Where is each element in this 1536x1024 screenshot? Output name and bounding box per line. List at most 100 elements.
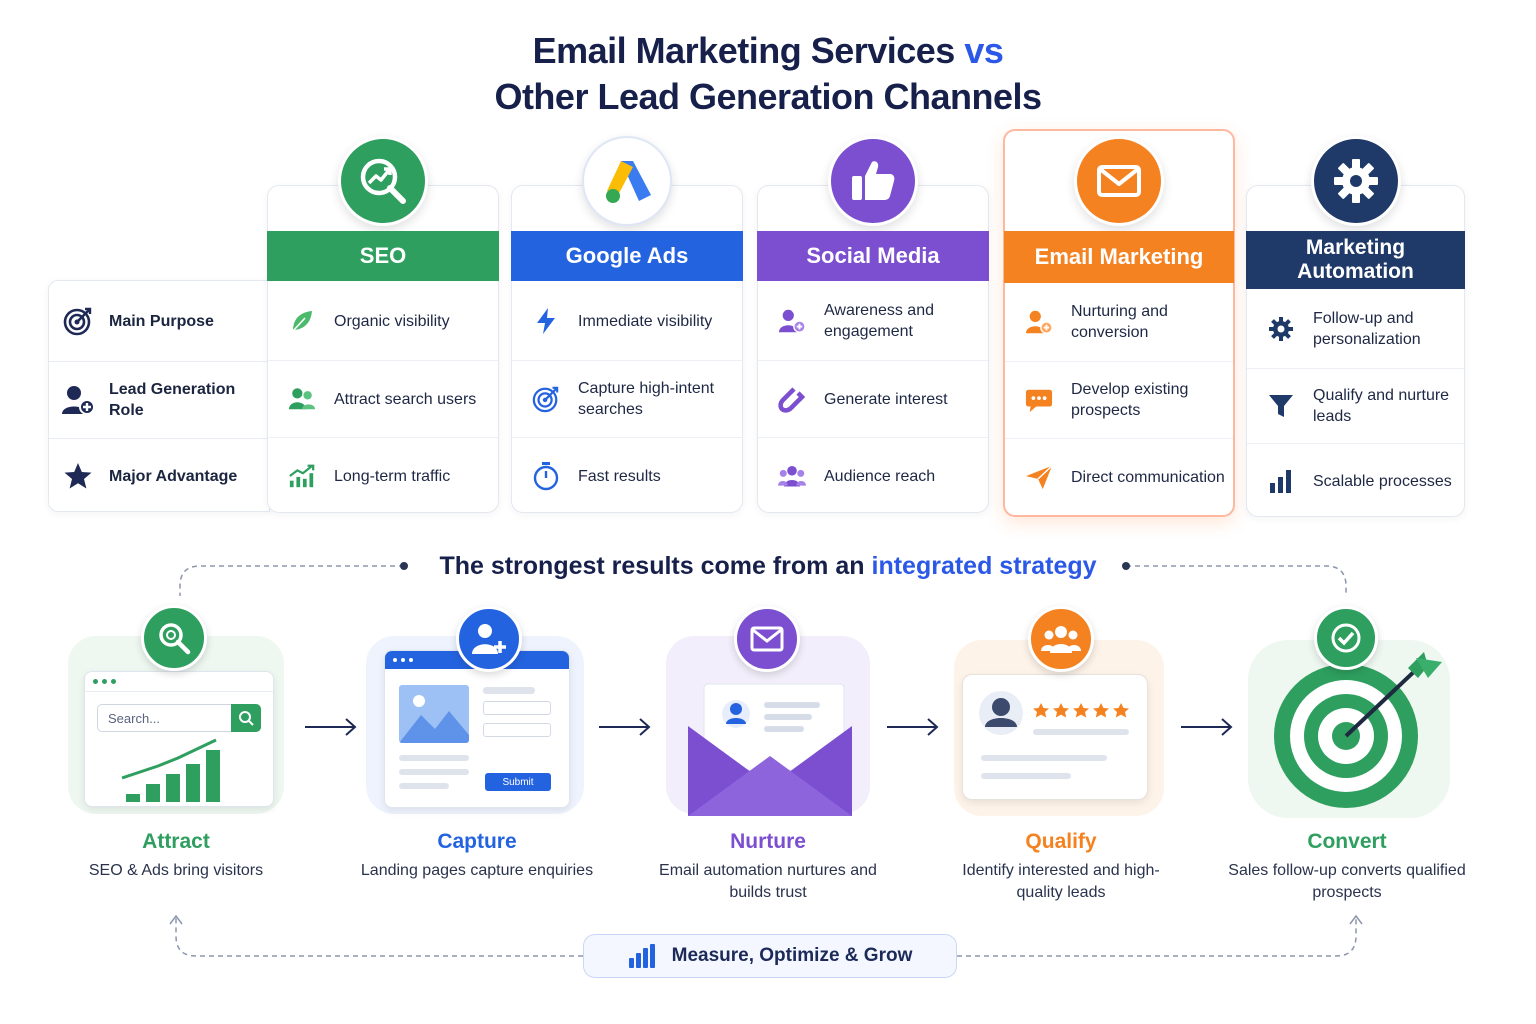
audience-icon <box>778 462 806 490</box>
cell-main-purpose: Immediate visibility <box>512 282 742 360</box>
cell-text: Audience reach <box>824 467 936 485</box>
submit-button[interactable]: Submit <box>485 773 551 791</box>
users-icon <box>288 385 316 413</box>
cell-lead-generation-role: Capture high-intent searches <box>512 361 742 437</box>
column-header-marketing-automation: Marketing Automation <box>1246 231 1465 289</box>
cell-divider <box>758 360 988 361</box>
envelope-icon <box>1074 136 1164 226</box>
step-desc-capture: Landing pages capture enquiries <box>360 862 594 879</box>
strategy-prefix: The strongest results come from an <box>439 552 865 580</box>
paper-plane-icon <box>1025 463 1053 491</box>
magnet-icon <box>778 385 806 413</box>
cell-text: Nurturing and conversion <box>1071 303 1168 341</box>
cell-text: Direct communication <box>1071 468 1225 486</box>
column-email-marketing: Email Marketing Nurturing and conversion… <box>1003 129 1235 517</box>
title-line2: Other Lead Generation Channels <box>494 76 1042 117</box>
row-divider <box>49 361 271 362</box>
strategy-heading: The strongest results come from an integ… <box>0 552 1536 581</box>
title-line1: Email Marketing Services <box>532 30 956 71</box>
cell-text: Scalable processes <box>1313 472 1452 490</box>
magnifier-icon <box>141 605 207 671</box>
cell-divider <box>1005 438 1233 439</box>
cell-lead-generation-role: Develop existing prospects <box>1005 362 1233 438</box>
cell-text: Qualify and nurture leads <box>1313 387 1450 425</box>
column-social-media: Social Media Awareness and engagement Ge… <box>757 136 989 514</box>
cell-major-advantage: Scalable processes <box>1247 444 1464 518</box>
user-megaphone-icon <box>778 307 806 335</box>
column-header-seo: SEO <box>267 231 499 281</box>
gear-icon <box>1310 136 1401 226</box>
bar-chart-icon <box>1267 467 1295 495</box>
column-seo: SEO Organic visibility Attract search us… <box>267 136 499 514</box>
cell-text: Capture high-intent searches <box>578 380 715 418</box>
cell-divider <box>512 360 742 361</box>
column-header-email-marketing: Email Marketing <box>1004 231 1234 283</box>
measure-optimize-grow-pill: Measure, Optimize & Grow <box>583 934 957 978</box>
form-field[interactable] <box>483 723 551 737</box>
search-icon[interactable] <box>231 704 261 732</box>
mail-icon <box>734 606 800 672</box>
cell-divider <box>1247 443 1464 444</box>
step-title-attract: Attract <box>142 830 210 853</box>
lightning-icon <box>532 307 560 335</box>
target-icon <box>61 304 95 338</box>
row-label-major-advantage: Major Advantage <box>49 439 271 513</box>
funnel-icon <box>1267 392 1295 420</box>
cell-main-purpose: Follow-up and personalization <box>1247 290 1464 368</box>
title-vs: vs <box>964 30 1004 71</box>
cell-major-advantage: Long-term traffic <box>268 438 498 514</box>
group-icon <box>1028 606 1094 672</box>
cell-divider <box>268 360 498 361</box>
column-marketing-automation: Marketing Automation Follow-up and perso… <box>1246 136 1465 518</box>
cell-text: Generate interest <box>824 390 948 408</box>
row-label-lead-generation-role: Lead Generation Role <box>49 362 271 438</box>
page-title: Email Marketing Services vs Other Lead G… <box>0 28 1536 120</box>
cell-main-purpose: Nurturing and conversion <box>1005 283 1233 361</box>
user-plus-icon <box>61 383 95 417</box>
row-label-main-purpose: Main Purpose <box>49 281 271 361</box>
step-desc-nurture: Email automation nurtures and builds tru… <box>659 862 877 901</box>
cell-main-purpose: Organic visibility <box>268 282 498 360</box>
search-input[interactable]: Search... <box>97 704 261 732</box>
cell-major-advantage: Fast results <box>512 438 742 514</box>
bullseye-icon <box>1274 652 1442 808</box>
cell-divider <box>268 437 498 438</box>
lead-profile-card <box>962 674 1148 800</box>
step-desc-qualify: Identify interested and high-quality lea… <box>962 862 1160 901</box>
leaf-icon <box>288 307 316 335</box>
cell-lead-generation-role: Generate interest <box>758 361 988 437</box>
star-icon <box>61 459 95 493</box>
cell-text: Awareness and engagement <box>824 302 934 340</box>
row-divider <box>49 438 271 439</box>
cell-major-advantage: Audience reach <box>758 438 988 514</box>
step-desc-attract: SEO & Ads bring visitors <box>88 862 264 879</box>
landing-page-window: Submit <box>384 650 570 808</box>
cell-divider <box>1247 368 1464 369</box>
step-title-qualify: Qualify <box>1025 830 1097 853</box>
row-label-text: Major Advantage <box>109 467 238 485</box>
column-header-social-media: Social Media <box>757 231 989 281</box>
target-arrow-icon <box>532 385 560 413</box>
growth-bars-icon <box>121 738 220 802</box>
open-envelope-icon <box>688 683 852 816</box>
step-desc-convert: Sales follow-up converts qualified prosp… <box>1228 862 1466 901</box>
cell-divider <box>758 437 988 438</box>
step-title-nurture: Nurture <box>730 830 806 853</box>
growth-chart-icon <box>288 462 316 490</box>
browser-toolbar <box>85 672 273 692</box>
search-growth-icon <box>338 136 428 226</box>
google-ads-icon <box>582 136 672 226</box>
analytics-icon <box>628 944 656 968</box>
user-heart-icon <box>1025 308 1053 336</box>
cell-text: Organic visibility <box>334 312 450 330</box>
gear-small-icon <box>1267 315 1295 343</box>
form-field[interactable] <box>483 701 551 715</box>
measure-label: Measure, Optimize & Grow <box>671 945 913 966</box>
step-title-convert: Convert <box>1307 830 1387 853</box>
user-add-icon <box>456 606 522 672</box>
cell-text: Follow-up and personalization <box>1313 310 1421 348</box>
cell-text: Immediate visibility <box>578 312 713 330</box>
chat-bubble-icon <box>1025 386 1053 414</box>
strategy-highlight: integrated strategy <box>871 552 1097 580</box>
